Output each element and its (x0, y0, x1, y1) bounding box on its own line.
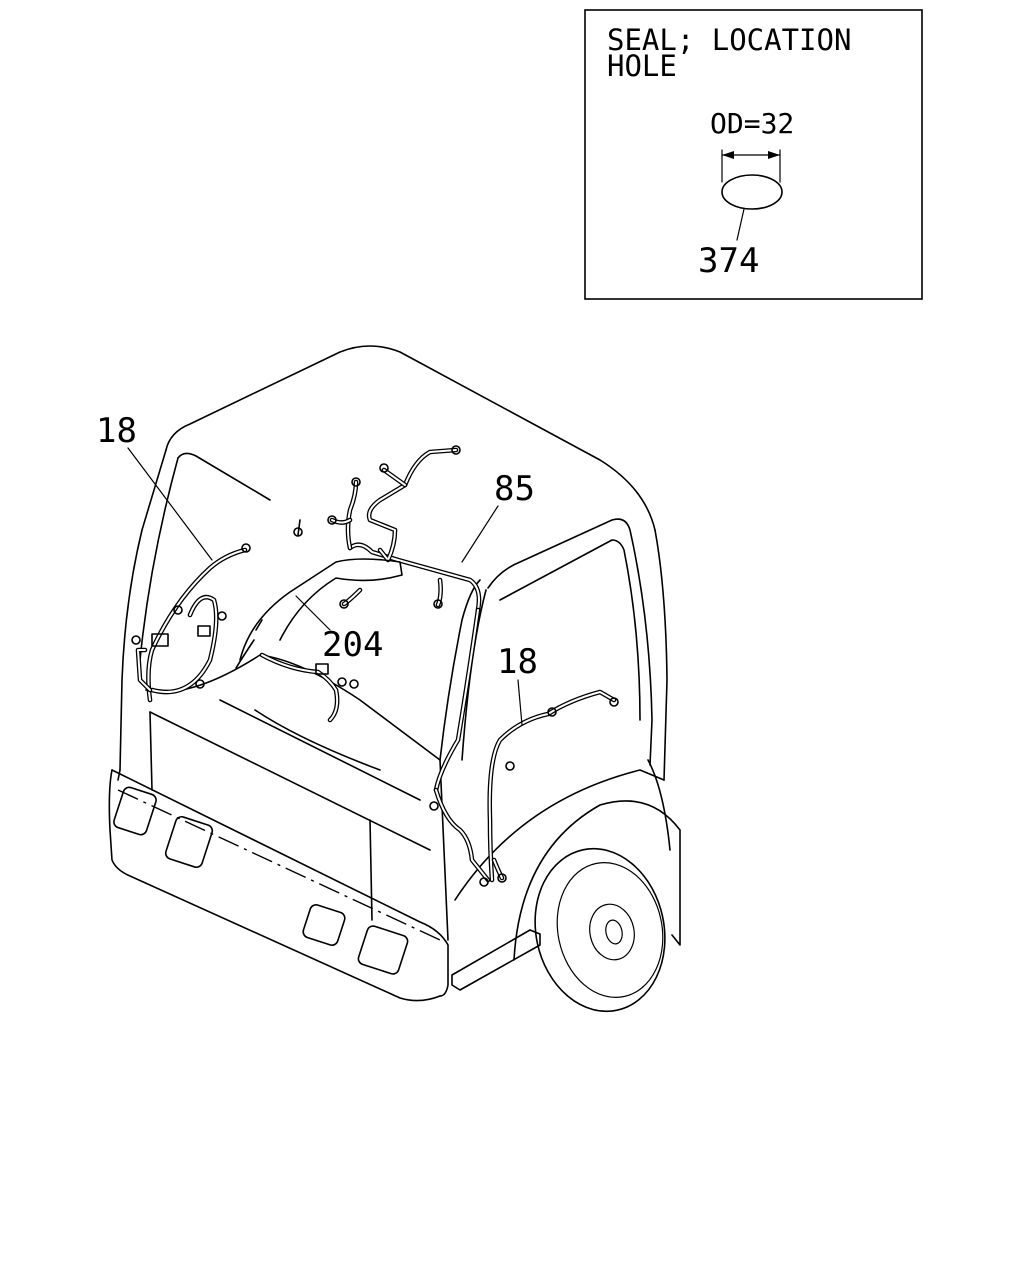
od-dimension-label: OD=32 (710, 107, 794, 140)
seal-hole-ellipse (721, 174, 783, 210)
part-leader-line (736, 208, 745, 241)
leader-204 (295, 595, 331, 631)
callout-18-left: 18 (96, 411, 137, 451)
leader-18-left (127, 447, 213, 561)
callout-85: 85 (494, 469, 535, 509)
leader-18-right (517, 679, 523, 726)
harness-right-18 (429, 689, 619, 887)
callout-18-right: 18 (497, 642, 538, 682)
harness-dash-204 (235, 558, 403, 723)
inset-frame (584, 9, 923, 300)
harness-left-18 (131, 519, 303, 703)
inset-title-line2: HOLE (607, 49, 677, 83)
leader-lines (127, 447, 523, 726)
leader-85 (461, 505, 499, 563)
seal-location-inset: SEAL; LOCATION HOLE OD=32 374 (584, 9, 923, 300)
truck-cab-outline (108, 345, 681, 1013)
harness-roof-85 (327, 445, 482, 793)
callout-204: 204 (322, 625, 383, 665)
inset-title-line1: SEAL; LOCATION (607, 23, 851, 57)
dimension-arrow (721, 149, 781, 183)
part-number-label: 374 (698, 241, 759, 281)
